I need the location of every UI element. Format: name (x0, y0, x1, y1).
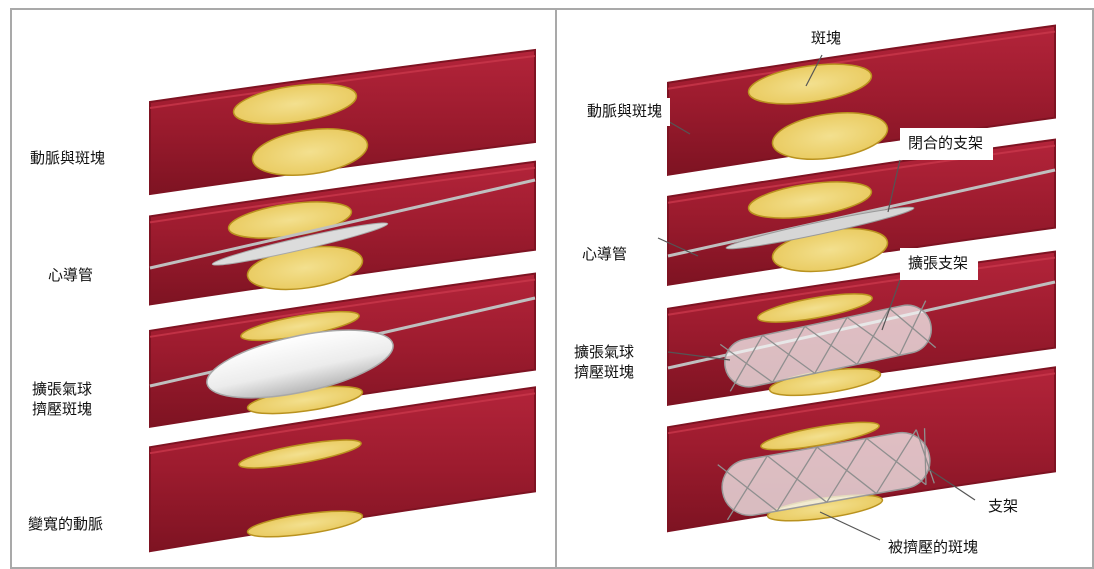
right-label-catheter: 心導管 (578, 243, 631, 265)
left-label-balloon-line2: 擠壓斑塊 (32, 400, 92, 418)
left-label-balloon-line1: 擴張氣球 (32, 380, 92, 398)
left-label-widened-artery: 變寬的動脈 (28, 515, 103, 533)
right-label-balloon-line2: 擠壓斑塊 (574, 363, 634, 381)
right-label-expanded-stent: 擴張支架 (900, 248, 978, 280)
left-label-catheter: 心導管 (48, 266, 93, 284)
right-label-plaque: 斑塊 (805, 27, 847, 49)
right-label-balloon-line1: 擴張氣球 (574, 343, 634, 361)
right-leader-compressed-plaque (820, 512, 880, 540)
left-label-artery-with-plaque: 動脈與斑塊 (30, 149, 105, 167)
right-label-closed-stent: 閉合的支架 (900, 128, 993, 160)
right-label-compressed-plaque: 被擠壓的斑塊 (888, 538, 978, 556)
right-label-artery-with-plaque: 動脈與斑塊 (583, 98, 670, 126)
right-label-stent: 支架 (988, 497, 1018, 515)
